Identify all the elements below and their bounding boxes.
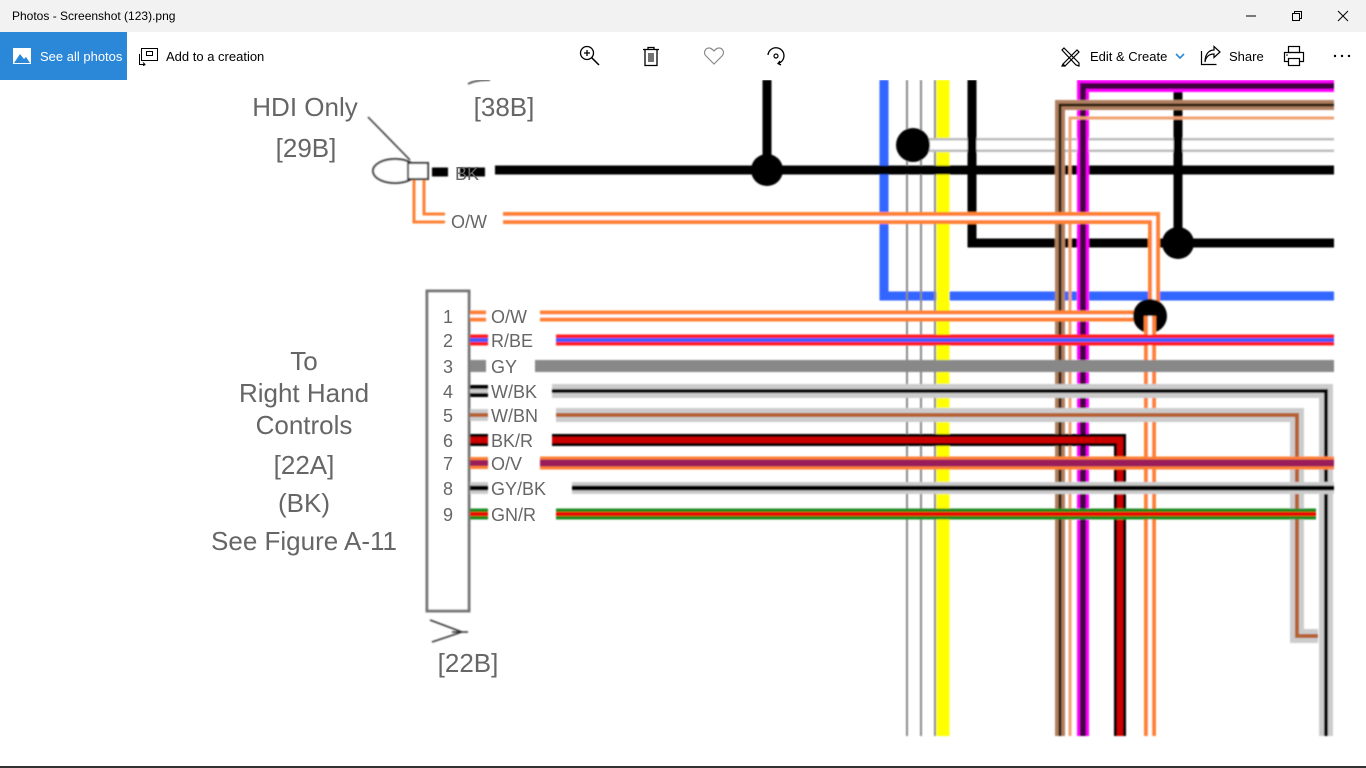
pin-wire-label: GY bbox=[491, 357, 517, 377]
minimize-button[interactable] bbox=[1228, 0, 1274, 32]
restore-button[interactable] bbox=[1274, 0, 1320, 32]
share-label: Share bbox=[1229, 48, 1264, 64]
hdi-label: HDI Only bbox=[252, 92, 357, 122]
chevron-down-icon bbox=[1175, 52, 1185, 60]
window-title: Photos - Screenshot (123).png bbox=[12, 9, 176, 23]
more-icon bbox=[1333, 54, 1351, 58]
share-icon bbox=[1199, 45, 1221, 67]
hdi-ref: [29B] bbox=[276, 133, 337, 163]
add-to-creation-button[interactable]: Add to a creation bbox=[138, 32, 264, 80]
connector-title-line: See Figure A-11 bbox=[211, 526, 397, 556]
close-button[interactable] bbox=[1320, 0, 1366, 32]
pin-number: 4 bbox=[443, 382, 453, 402]
pin-number: 5 bbox=[443, 406, 453, 426]
restore-icon bbox=[1292, 11, 1302, 21]
connector-title-line: [22A] bbox=[274, 450, 335, 480]
print-icon bbox=[1283, 45, 1305, 67]
see-all-photos-button[interactable]: See all photos bbox=[0, 32, 127, 80]
edit-create-label: Edit & Create bbox=[1090, 48, 1168, 64]
pin-number: 3 bbox=[443, 357, 453, 377]
pin-wire-label: O/V bbox=[491, 454, 522, 474]
pin-number: 1 bbox=[443, 307, 453, 327]
pin-number: 8 bbox=[443, 479, 453, 499]
share-button[interactable]: Share bbox=[1199, 32, 1264, 80]
image-viewer[interactable]: HDI Only [29B] [38B] BK O/W To Right Han… bbox=[0, 80, 1366, 766]
add-to-creation-icon bbox=[138, 46, 158, 66]
close-icon bbox=[1337, 10, 1349, 22]
see-all-photos-label: See all photos bbox=[40, 48, 123, 64]
pin-number: 2 bbox=[443, 331, 453, 351]
pin-wire-label: W/BN bbox=[491, 406, 538, 426]
hdi-wire-bk: BK bbox=[455, 164, 479, 184]
pin-number: 6 bbox=[443, 431, 453, 451]
pin-wire-label: BK/R bbox=[491, 431, 533, 451]
window-bottom-edge bbox=[0, 766, 1366, 768]
pin-wire-label: O/W bbox=[491, 307, 527, 327]
zoom-in-icon bbox=[579, 45, 600, 66]
pin-number: 9 bbox=[443, 505, 453, 525]
pin-number: 7 bbox=[443, 454, 453, 474]
edit-create-button[interactable]: Edit & Create bbox=[1060, 32, 1185, 80]
pin-wire-label: GN/R bbox=[491, 505, 536, 525]
zoom-in-button[interactable] bbox=[570, 32, 610, 80]
connector-title-line: Right Hand bbox=[239, 378, 369, 408]
hdi-wire-ow: O/W bbox=[451, 212, 487, 232]
title-bar: Photos - Screenshot (123).png bbox=[0, 0, 1366, 32]
more-options-button[interactable] bbox=[1322, 32, 1362, 80]
edit-create-icon bbox=[1060, 45, 1082, 67]
rotate-button[interactable] bbox=[756, 32, 796, 80]
delete-button[interactable] bbox=[631, 32, 671, 80]
pin-wire-label: R/BE bbox=[491, 331, 533, 351]
connector-title-line: (BK) bbox=[278, 488, 330, 518]
pin-wire-label: W/BK bbox=[491, 382, 537, 402]
photos-icon bbox=[12, 46, 32, 66]
favorite-button[interactable] bbox=[694, 32, 734, 80]
print-button[interactable] bbox=[1274, 32, 1314, 80]
wire-blue bbox=[879, 80, 1334, 301]
pin-wire-label: GY/BK bbox=[491, 479, 546, 499]
connector-bottom-ref: [22B] bbox=[438, 648, 499, 678]
heart-icon bbox=[703, 47, 725, 65]
delete-icon bbox=[643, 46, 659, 67]
connector-title-line: To bbox=[290, 346, 317, 376]
toolbar: See all photos Add to a creation Edit & … bbox=[0, 32, 1366, 80]
rotate-icon bbox=[767, 47, 785, 66]
connector-title-line: Controls bbox=[256, 410, 353, 440]
minimize-icon bbox=[1246, 15, 1256, 17]
add-to-creation-label: Add to a creation bbox=[166, 48, 265, 64]
top-ref: [38B] bbox=[474, 92, 535, 122]
wiring-diagram: HDI Only [29B] [38B] BK O/W To Right Han… bbox=[211, 80, 1334, 736]
